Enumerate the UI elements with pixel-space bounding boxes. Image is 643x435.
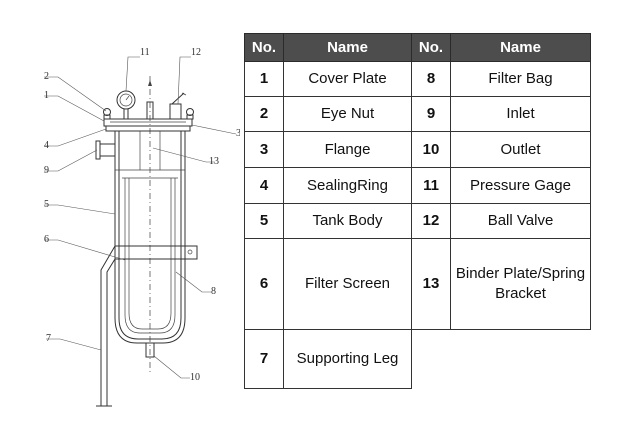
- callout-11: 11: [140, 47, 150, 58]
- outlet-pipe: [145, 342, 155, 358]
- part-number: 7: [244, 328, 284, 390]
- callout-9: 9: [44, 165, 49, 176]
- empty-cell: [412, 329, 591, 388]
- callout-4: 4: [44, 140, 49, 151]
- callout-3: 3: [236, 128, 240, 139]
- part-name: Outlet: [450, 131, 591, 169]
- part-number: 9: [411, 96, 451, 133]
- filter-housing-drawing: 1 2 3 4 5 6 7 8 9 10 11 12 13: [44, 47, 240, 407]
- table-row: 3 Flange 10 Outlet: [244, 131, 591, 169]
- part-name: SealingRing: [283, 167, 412, 205]
- part-number: 5: [244, 203, 284, 239]
- flange: [105, 125, 191, 132]
- inlet-pipe: [95, 140, 116, 160]
- part-number: 3: [244, 131, 284, 169]
- part-name: Ball Valve: [450, 203, 591, 239]
- part-number: 1: [244, 60, 284, 98]
- header-name-left: Name: [283, 33, 412, 62]
- table-header-row: No. Name No. Name: [244, 33, 591, 62]
- parts-table: No. Name No. Name 1 Cover Plate 8 Filter…: [244, 33, 591, 390]
- callout-2: 2: [44, 71, 49, 82]
- callout-13: 13: [209, 156, 219, 167]
- part-name: Cover Plate: [283, 60, 412, 98]
- part-number: 2: [244, 96, 284, 133]
- header-name-right: Name: [450, 33, 591, 62]
- part-name: Supporting Leg: [283, 328, 412, 390]
- table-row: 6 Filter Screen 13 Binder Plate/Spring B…: [244, 237, 591, 330]
- part-name: Pressure Gage: [450, 167, 591, 205]
- supporting-leg: [96, 245, 116, 407]
- table-row: 7 Supporting Leg: [244, 328, 591, 390]
- part-name: Inlet: [450, 96, 591, 133]
- part-number: 10: [411, 131, 451, 169]
- header-no-left: No.: [244, 33, 284, 62]
- vent-post: [146, 101, 154, 120]
- table-row: 2 Eye Nut 9 Inlet: [244, 96, 591, 133]
- callout-10: 10: [190, 372, 200, 383]
- eye-nut-right: [186, 108, 194, 120]
- callout-1: 1: [44, 90, 49, 101]
- part-number: 11: [411, 167, 451, 205]
- part-name: Filter Bag: [450, 60, 591, 98]
- table-row: 5 Tank Body 12 Ball Valve: [244, 203, 591, 239]
- callout-5: 5: [44, 199, 49, 210]
- ball-valve: [169, 92, 187, 120]
- cover-plate: [103, 118, 193, 127]
- part-name: Filter Screen: [283, 237, 412, 330]
- callout-8: 8: [211, 286, 216, 297]
- part-number: 12: [411, 203, 451, 239]
- eye-nut-left: [103, 108, 111, 120]
- part-name: Eye Nut: [283, 96, 412, 133]
- table-row: 1 Cover Plate 8 Filter Bag: [244, 60, 591, 98]
- part-number: 6: [244, 237, 284, 330]
- part-number: 13: [411, 237, 451, 330]
- part-name: Tank Body: [283, 203, 412, 239]
- table-row: 4 SealingRing 11 Pressure Gage: [244, 167, 591, 205]
- callout-12: 12: [191, 47, 201, 58]
- callout-7: 7: [46, 333, 51, 344]
- header-no-right: No.: [411, 33, 451, 62]
- pressure-gauge: [116, 90, 136, 119]
- part-name: Binder Plate/Spring Bracket: [450, 237, 591, 330]
- callout-6: 6: [44, 234, 49, 245]
- part-number: 4: [244, 167, 284, 205]
- part-name: Flange: [283, 131, 412, 169]
- part-number: 8: [411, 60, 451, 98]
- filter-bag: [122, 177, 178, 334]
- support-bracket: [114, 245, 198, 260]
- center-arrow: [148, 80, 152, 86]
